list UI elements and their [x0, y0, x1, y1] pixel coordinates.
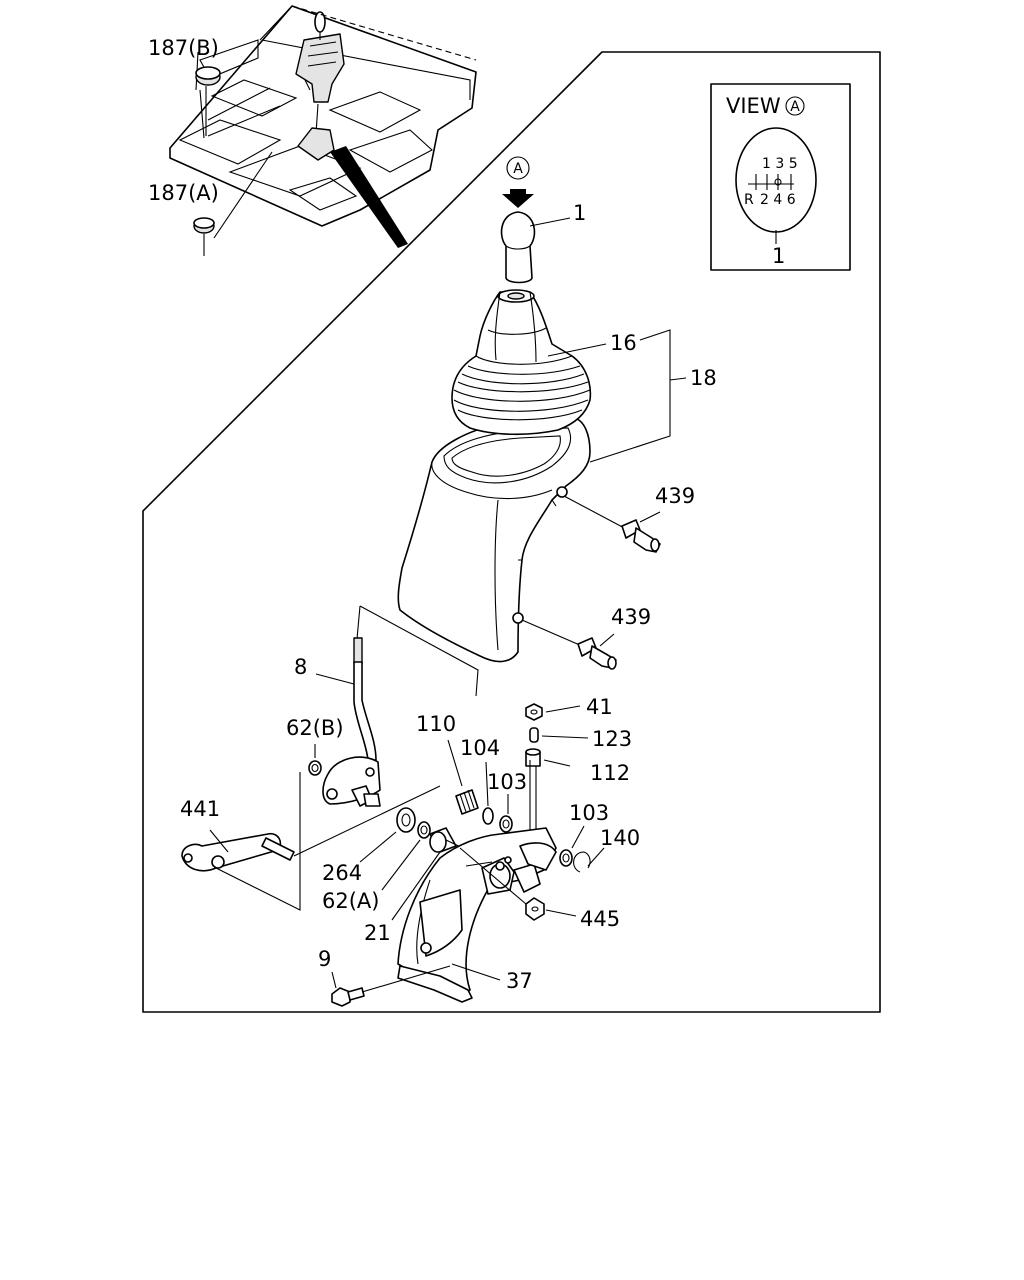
part-104-clip — [482, 761, 494, 825]
view-a-marker: A — [790, 99, 800, 115]
part-62b-bushing — [308, 744, 322, 776]
view-a-label: VIEW — [726, 94, 781, 118]
part-264-washer — [359, 807, 416, 863]
cab-floor-overview — [169, 5, 477, 248]
callout-9: 9 — [318, 947, 331, 971]
callout-439-bottom: 439 — [611, 605, 651, 629]
part-140-snap-ring — [573, 847, 605, 873]
shift-pattern-r: R — [744, 192, 754, 208]
bracket-18 — [589, 329, 687, 463]
callout-123: 123 — [592, 727, 632, 751]
shift-pattern-top: 1 3 5 — [762, 156, 798, 172]
part-1-shift-knob — [500, 211, 571, 284]
callout-103-right: 103 — [569, 801, 609, 825]
callout-1: 1 — [573, 201, 586, 225]
callout-140: 140 — [600, 826, 640, 850]
part-62a-bushing — [381, 821, 431, 891]
callout-264: 264 — [322, 861, 362, 885]
shift-pattern-bottom: 2 4 6 — [760, 192, 796, 208]
callout-439-top: 439 — [655, 484, 695, 508]
callout-16: 16 — [610, 331, 637, 355]
callout-62a: 62(A) — [322, 889, 379, 913]
part-103-bushings — [499, 794, 585, 867]
part-441-link — [181, 772, 441, 911]
callout-37: 37 — [506, 969, 533, 993]
part-8-shift-lever — [315, 605, 479, 807]
part-37-bracket — [397, 827, 557, 1003]
callout-103-top: 103 — [487, 770, 527, 794]
callout-104: 104 — [460, 736, 500, 760]
callout-187a: 187(A) — [148, 181, 219, 205]
part-187-caps — [193, 66, 221, 256]
callout-21: 21 — [364, 921, 391, 945]
view-arrow: A — [502, 156, 534, 208]
callout-1-view: 1 — [772, 244, 785, 268]
part-18-console — [397, 417, 591, 663]
callout-62b: 62(B) — [286, 716, 344, 740]
callout-18: 18 — [690, 366, 717, 390]
part-110-spring — [447, 739, 479, 815]
part-16-shift-boot — [451, 289, 607, 436]
part-439-bolts — [521, 495, 661, 670]
callout-445: 445 — [580, 907, 620, 931]
view-a-box: VIEW A 1 3 5 R 2 4 6 1 — [710, 83, 851, 271]
callout-41: 41 — [586, 695, 613, 719]
callout-112: 112 — [590, 761, 630, 785]
view-arrow-marker: A — [513, 161, 523, 177]
part-9-bolt — [331, 965, 451, 1007]
part-445-nut — [459, 847, 577, 921]
main-frame — [142, 51, 881, 1013]
part-123-pin — [529, 727, 589, 743]
callout-110: 110 — [416, 712, 456, 736]
callout-8: 8 — [294, 655, 307, 679]
callout-187b: 187(B) — [148, 36, 219, 60]
part-41-nut — [525, 703, 581, 721]
callout-441: 441 — [180, 797, 220, 821]
